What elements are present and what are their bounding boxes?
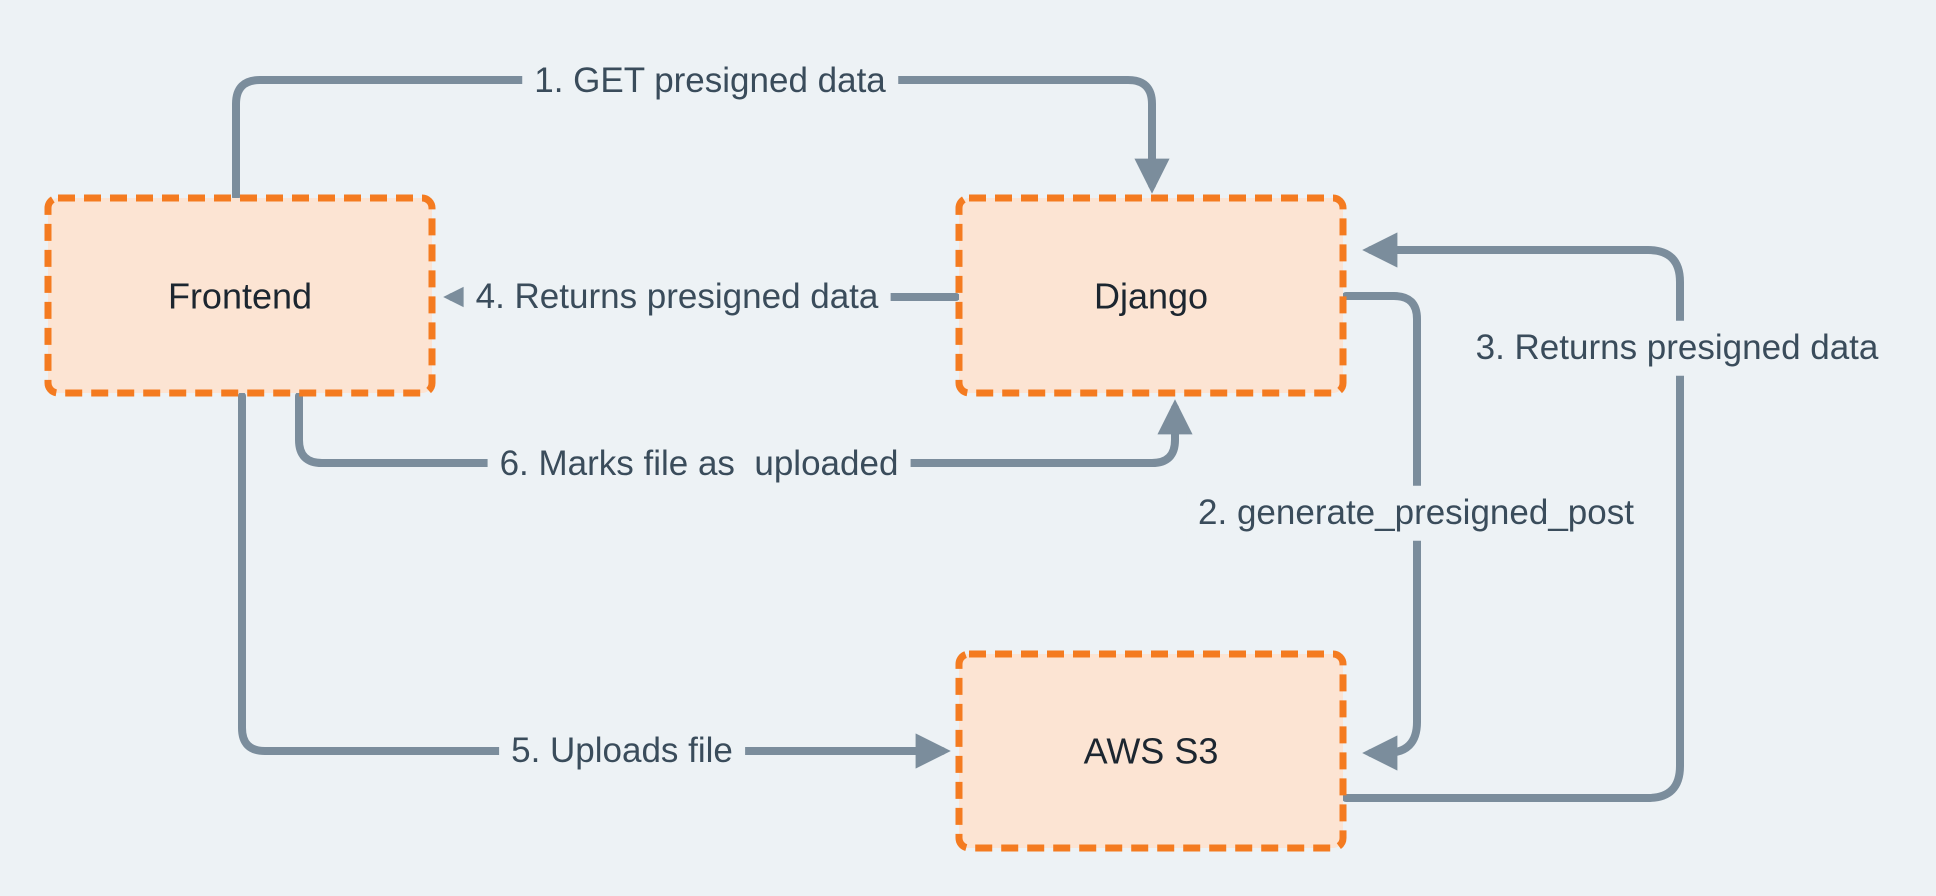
- edge-label-6-marks-file-uploaded: 6. Marks file as uploaded: [487, 436, 911, 492]
- node-frontend: [44, 194, 436, 397]
- arrow-3-returns-presigned-data: [1342, 232, 1684, 802]
- edge-label-2-generate-presigned-post: 2. generate_presigned_post: [1186, 485, 1646, 541]
- edge-label-3-returns-presigned-data: 3. Returns presigned data: [1463, 320, 1891, 376]
- node-django: [955, 194, 1347, 397]
- node-frontend-label: Frontend: [167, 275, 313, 317]
- node-aws-s3: [955, 650, 1347, 852]
- node-django-label: Django: [1093, 275, 1209, 317]
- arrow-5-uploads-file: [238, 392, 951, 769]
- edge-label-4-returns-presigned-data: 4. Returns presigned data: [463, 269, 891, 325]
- edge-label-5-uploads-file: 5. Uploads file: [499, 723, 745, 779]
- node-aws-s3-label: AWS S3: [1083, 730, 1219, 772]
- edge-label-1-get-presigned-data: 1. GET presigned data: [522, 53, 898, 109]
